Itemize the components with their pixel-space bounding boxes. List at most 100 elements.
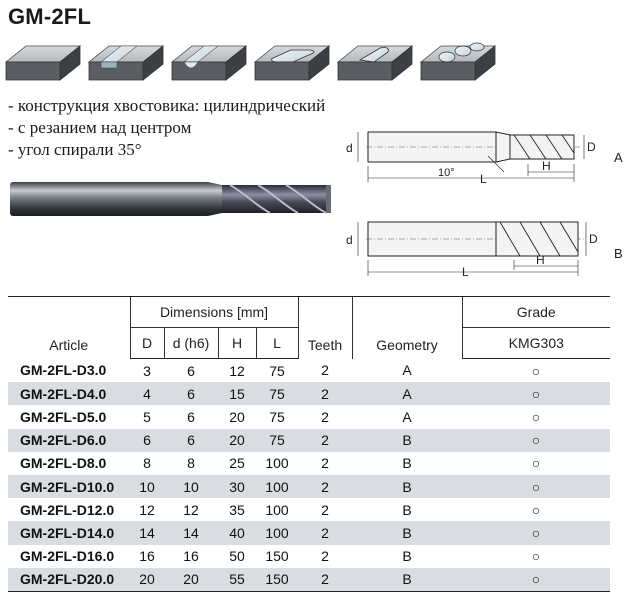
cell-l: 150: [265, 548, 289, 565]
cell-l: 75: [256, 428, 299, 452]
cell-geometry: A: [352, 382, 463, 406]
cell-d-upper: 8: [143, 455, 151, 472]
cell-h: 15: [218, 382, 256, 406]
block-slot-milling-icon: [170, 45, 248, 81]
technical-drawing: d D 10° L H A d D L H B: [346, 131, 623, 279]
cell-d: 8: [187, 455, 195, 472]
cell-grade: ○: [462, 567, 611, 592]
cell-d-upper: 3: [143, 362, 151, 379]
cell-grade: ○: [462, 428, 611, 452]
cell-grade: ○: [531, 548, 541, 565]
cell-h: 12: [229, 362, 245, 379]
cell-article: GM-2FL-D5.0: [20, 408, 107, 425]
cell-h: 30: [218, 474, 256, 499]
feature-list: - конструкция хвостовика: цилиндрический…: [8, 95, 325, 161]
cell-grade: ○: [462, 474, 611, 499]
header-article: Article: [8, 296, 130, 359]
drawing-a-d-label: d: [346, 141, 353, 155]
cell-grade: ○: [531, 362, 541, 379]
cell-h: 50: [229, 548, 245, 565]
cell-d-upper: 20: [130, 567, 164, 592]
cell-h: 20: [218, 428, 256, 452]
cell-d: 6: [164, 428, 218, 452]
cell-article: GM-2FL-D20.0: [8, 567, 130, 592]
cell-teeth: 2: [298, 382, 353, 406]
cell-l: 75: [269, 408, 285, 425]
cell-d-upper: 12: [139, 501, 155, 518]
feature-helix-angle: - угол спирали 35°: [8, 140, 142, 159]
cell-d: 6: [187, 362, 195, 379]
header-dimensions: Dimensions [mm]: [129, 296, 299, 328]
drawing-b: [357, 221, 587, 276]
header-L: L: [255, 327, 299, 359]
cell-grade: ○: [531, 501, 541, 518]
cell-geometry: A: [402, 408, 412, 425]
drawing-a-D-label: D: [587, 140, 596, 154]
cell-d: 6: [164, 382, 218, 406]
cell-article: GM-2FL-D6.0: [8, 428, 130, 452]
block-face-milling-icon: [4, 45, 82, 81]
cell-d-upper: 16: [139, 548, 155, 565]
cell-teeth: 2: [298, 567, 353, 592]
end-mill-photo: [10, 182, 331, 216]
block-shoulder-milling-icon: [87, 45, 165, 81]
cell-teeth: 2: [321, 548, 329, 565]
cell-article: GM-2FL-D16.0: [20, 548, 115, 565]
cell-grade: ○: [531, 408, 541, 425]
header-teeth: Teeth: [297, 296, 353, 359]
cell-article: GM-2FL-D14.0: [8, 521, 130, 545]
drawing-b-d-label: d: [346, 233, 353, 247]
block-plunge-pocket-icon: [336, 45, 414, 81]
cell-l: 150: [256, 567, 299, 592]
cell-l: 100: [256, 521, 299, 545]
drawing-a-L-label: L: [480, 172, 487, 186]
drawing-b-H-label: H: [536, 253, 545, 267]
cell-geometry: B: [352, 521, 463, 545]
cell-teeth: 2: [298, 428, 353, 452]
cell-teeth: 2: [321, 362, 329, 379]
cell-d: 20: [164, 567, 218, 592]
cell-grade: ○: [531, 455, 541, 472]
drawing-a: [357, 131, 585, 182]
cell-h: 25: [229, 455, 245, 472]
drawing-a-angle-label: 10°: [438, 167, 455, 179]
cell-d-upper: 10: [130, 474, 164, 499]
header-geometry: Geometry: [351, 296, 463, 359]
cell-l: 100: [256, 474, 299, 499]
block-pocket-milling-icon: [253, 45, 331, 81]
cell-article: GM-2FL-D10.0: [8, 474, 130, 499]
cell-d-upper: 5: [143, 408, 151, 425]
cell-article: GM-2FL-D3.0: [20, 362, 107, 379]
cell-geometry: B: [352, 474, 463, 499]
header-D: D: [129, 327, 164, 359]
spec-table: Article Dimensions [mm] Teeth Geometry G…: [8, 296, 611, 592]
cell-h: 35: [229, 501, 245, 518]
cell-h: 55: [218, 567, 256, 592]
drawing-b-label: B: [614, 246, 623, 261]
cell-l: 75: [256, 382, 299, 406]
cell-geometry: B: [352, 567, 463, 592]
cell-geometry: B: [402, 501, 412, 518]
cell-l: 100: [265, 455, 289, 472]
cell-article: GM-2FL-D12.0: [20, 501, 115, 518]
page-title: GM-2FL: [8, 4, 92, 29]
drawing-a-H-label: H: [542, 159, 551, 173]
cell-d-upper: 14: [130, 521, 164, 545]
cell-geometry: B: [352, 428, 463, 452]
cell-l: 100: [265, 501, 289, 518]
drawing-a-label: A: [614, 150, 623, 165]
cell-h: 20: [229, 408, 245, 425]
feature-center-cutting: - с резанием над центром: [8, 118, 192, 137]
header-grade: Grade: [461, 296, 611, 328]
cell-d: 14: [164, 521, 218, 545]
header-d: d (h6): [163, 327, 218, 359]
cell-teeth: 2: [298, 521, 353, 545]
cell-geometry: B: [402, 548, 412, 565]
